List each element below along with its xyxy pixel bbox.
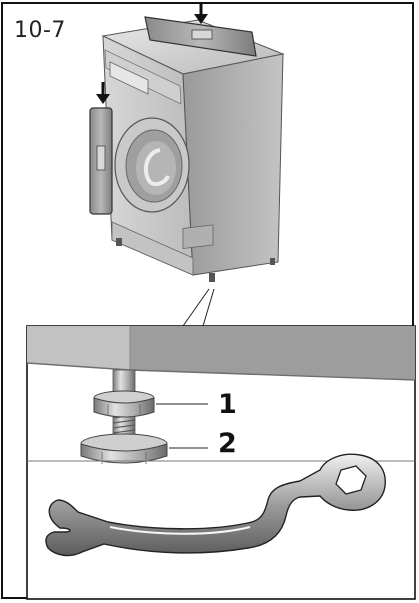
washing-machine [103,20,283,282]
figure-number: 10-7 [14,18,66,43]
foot-base [81,434,167,464]
side-transport-panel [90,108,112,214]
foot-front-right [209,273,215,282]
zoom-lines [183,289,214,326]
service-hatch [183,225,213,249]
callout-lock-nut: 1 [218,389,237,420]
foot-front-left [116,238,122,246]
lock-nut [94,391,154,417]
foot-back-right [270,258,275,265]
callout-adjusting-foot: 2 [218,428,237,459]
door [115,118,189,212]
